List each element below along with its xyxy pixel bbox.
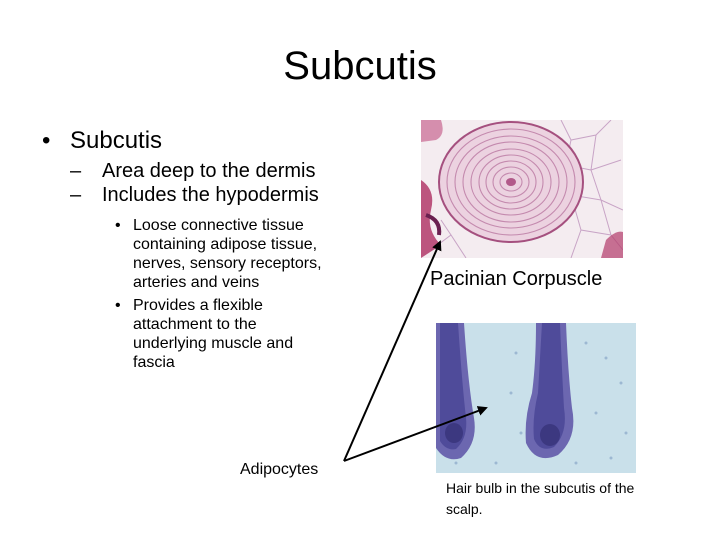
detail-bullet-text: Loose connective tissue containing adipo…: [133, 217, 322, 291]
detail-bullet-text: Provides a flexible attachment to the un…: [133, 297, 294, 371]
sub-bullet-area: – Area deep to the dermis: [40, 160, 340, 182]
slide-title: Subcutis: [283, 44, 437, 88]
bullet-list: • Subcutis – Area deep to the dermis – I…: [40, 126, 340, 372]
sub-bullet-hypodermis: – Includes the hypodermis: [40, 184, 340, 206]
hair-bulb-caption: Hair bulb in the subcutis of the scalp.: [446, 480, 635, 517]
detail-bullet-attachment: • Provides a flexible attachment to the …: [40, 296, 333, 372]
dash-marker: –: [70, 184, 82, 206]
sub-bullet-text: Area deep to the dermis: [102, 160, 316, 182]
bullet-marker: •: [115, 217, 121, 234]
detail-bullet-loose-tissue: • Loose connective tissue containing adi…: [40, 216, 333, 292]
bullet-subcutis: • Subcutis: [40, 126, 340, 156]
hair-bulb-image: [436, 323, 636, 473]
adipocytes-label: Adipocytes: [240, 461, 319, 478]
bullet-marker: •: [42, 127, 51, 154]
pacinian-corpuscle-label: Pacinian Corpuscle: [430, 268, 603, 290]
bullet-text: Subcutis: [70, 127, 163, 154]
dash-marker: –: [70, 160, 82, 182]
bullet-marker: •: [115, 297, 121, 314]
sub-bullet-text: Includes the hypodermis: [102, 184, 319, 206]
arrow-to-pacinian: [343, 240, 442, 462]
pacinian-corpuscle-image: [421, 120, 623, 258]
